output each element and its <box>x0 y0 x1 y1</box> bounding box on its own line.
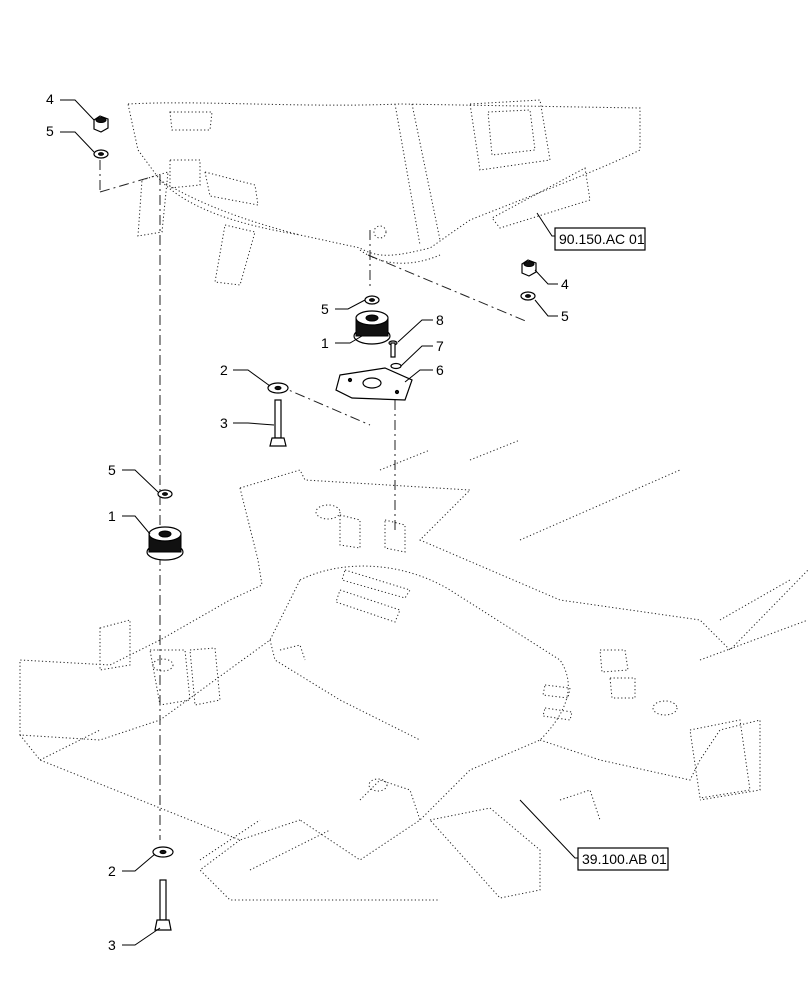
callout-5-mid: 5 <box>321 301 329 317</box>
reference-cab-label: 90.150.AC 01 <box>559 231 645 247</box>
callout-4-right: 4 <box>561 276 569 292</box>
washer-large-mid-icon <box>267 382 289 394</box>
bolt-mid-icon <box>269 399 287 447</box>
washer-large-bottom-icon <box>152 846 174 858</box>
callout-4-top: 4 <box>46 91 54 107</box>
mounting-plate-icon <box>335 367 413 401</box>
callout-6: 6 <box>436 362 444 378</box>
reference-cab[interactable]: 90.150.AC 01 <box>554 227 646 251</box>
reference-frame[interactable]: 39.100.AB 01 <box>577 847 669 871</box>
callout-labels: 4 5 4 5 5 1 8 7 6 2 3 5 1 2 3 <box>46 91 569 953</box>
washer-top-icon <box>93 149 109 159</box>
reference-frame-label: 39.100.AB 01 <box>582 851 667 867</box>
callout-2-mid: 2 <box>220 362 228 378</box>
bolt-bottom-icon <box>154 879 172 931</box>
assembly-center-lines <box>99 160 529 840</box>
washer-small-icon <box>390 362 402 370</box>
callout-8: 8 <box>436 312 444 328</box>
callout-5-top: 5 <box>46 123 54 139</box>
washer-lower-icon <box>157 489 173 499</box>
cab-body-drawing <box>127 99 641 286</box>
callout-2-bottom: 2 <box>108 863 116 879</box>
rubber-mount-lower-icon <box>146 526 184 561</box>
callout-1-lower: 1 <box>108 508 116 524</box>
washer-right-icon <box>520 291 536 301</box>
callout-7: 7 <box>436 338 444 354</box>
bolt-small-icon <box>388 340 398 358</box>
main-frame-drawing <box>19 439 808 901</box>
rubber-mount-mid-icon <box>353 310 391 345</box>
nut-right-icon <box>521 259 537 277</box>
callout-3-mid: 3 <box>220 415 228 431</box>
callout-5-lower: 5 <box>108 462 116 478</box>
leader-lines <box>60 99 578 946</box>
callout-3-bottom: 3 <box>108 937 116 953</box>
nut-top-icon <box>93 115 109 133</box>
callout-1-mid: 1 <box>321 335 329 351</box>
callout-5-right: 5 <box>561 308 569 324</box>
washer-mid-icon <box>364 295 380 305</box>
